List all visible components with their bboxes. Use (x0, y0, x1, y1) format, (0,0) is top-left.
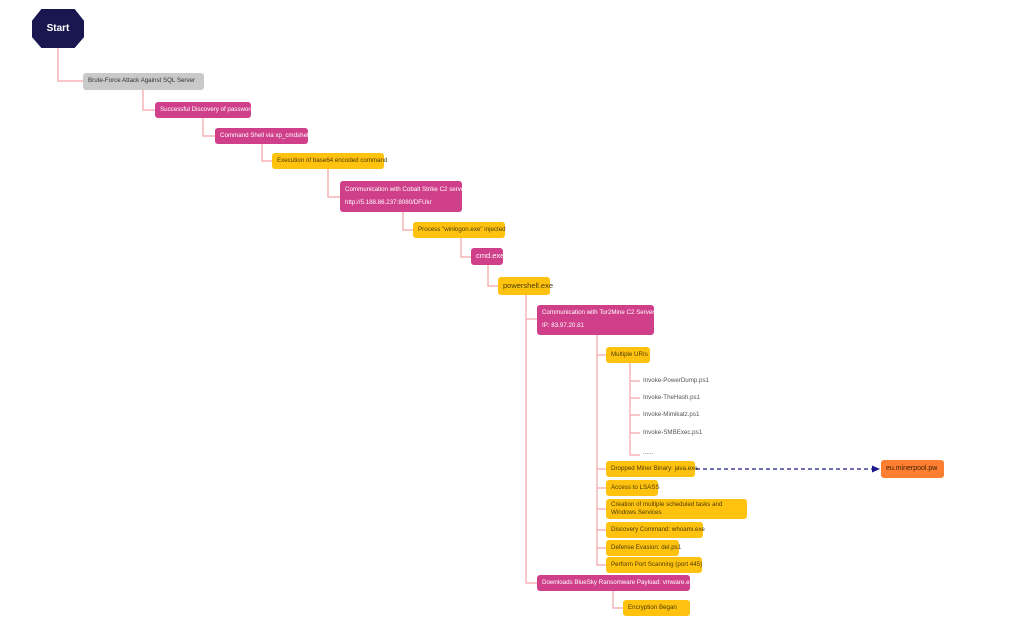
encryption-began-label: Encryption Began (628, 603, 677, 611)
whoami-label: Discovery Command: whoami.exe (611, 525, 705, 533)
uri-item: ...... (643, 449, 654, 456)
cmd-exe-label: cmd.exe (476, 251, 505, 261)
minerpool-node: eu.minerpool.pw (881, 460, 944, 478)
password-discovery-label: Successful Discovery of password (160, 105, 254, 113)
multiple-uris-node: Multiple URIs (606, 347, 650, 363)
lsass-label: Access to LSASS (611, 483, 660, 491)
bluesky-payload-node: Downloads BlueSky Ransomware Payload: vm… (537, 575, 697, 591)
cobalt-strike-title: Communication with Cobalt Strike C2 serv… (345, 185, 467, 193)
cmd-exe-node: cmd.exe (471, 248, 505, 265)
cobalt-strike-url: http://5.188.86.237:8080/DFUkr (345, 199, 432, 207)
minerpool-label: eu.minerpool.pw (886, 465, 938, 473)
cobalt-strike-node: Communication with Cobalt Strike C2 serv… (340, 181, 467, 212)
brute-force-label: Brute-Force Attack Against SQL Server (88, 77, 196, 85)
powershell-exe-label: powershell.exe (503, 280, 554, 290)
tor2mine-c2-title: Communication with Tor2Mine C2 Server (542, 309, 655, 317)
encryption-began-node: Encryption Began (623, 600, 690, 616)
dropped-miner-label: Dropped Miner Binary: java.exe (611, 464, 698, 472)
uri-item: Invoke-TheHash.ps1 (643, 394, 701, 401)
uri-item: Invoke-Mimikatz.ps1 (643, 411, 700, 418)
bluesky-payload-label: Downloads BlueSky Ransomware Payload: vm… (542, 578, 697, 586)
cmdshell-label: Command Shell via xp_cmdshell (220, 131, 310, 139)
brute-force-node: Brute-Force Attack Against SQL Server (83, 73, 204, 90)
winlogon-injection-label: Process "winlogon.exe" injected (418, 225, 506, 233)
base64-node: Execution of base64 encoded command (272, 153, 388, 169)
winlogon-injection-node: Process "winlogon.exe" injected (413, 222, 506, 238)
defense-evasion-node: Defense Evasion: del.ps1 (606, 540, 682, 556)
defense-evasion-label: Defense Evasion: del.ps1 (611, 543, 682, 551)
start-label: Start (46, 23, 70, 34)
start-node: Start (32, 9, 84, 48)
password-discovery-node: Successful Discovery of password (155, 102, 254, 118)
tor2mine-c2-node: Communication with Tor2Mine C2 Server IP… (537, 305, 654, 335)
powershell-exe-node: powershell.exe (498, 277, 554, 295)
uri-item: Invoke-SMBExec.ps1 (643, 429, 703, 436)
whoami-node: Discovery Command: whoami.exe (606, 522, 705, 538)
port-scanning-node: Perform Port Scanning (port 445) (606, 557, 702, 573)
uri-item: Invoke-PowerDump.ps1 (643, 377, 710, 384)
cmdshell-node: Command Shell via xp_cmdshell (215, 128, 310, 144)
multiple-uris-label: Multiple URIs (611, 350, 648, 358)
dropped-miner-node: Dropped Miner Binary: java.exe (606, 461, 698, 477)
base64-label: Execution of base64 encoded command (277, 156, 388, 164)
lsass-node: Access to LSASS (606, 480, 660, 496)
tor2mine-c2-ip: IP: 83.97.20.81 (542, 322, 584, 330)
scheduled-tasks-label: Creation of multiple scheduled tasks and… (611, 500, 723, 516)
scheduled-tasks-node: Creation of multiple scheduled tasks and… (606, 499, 747, 519)
port-scanning-label: Perform Port Scanning (port 445) (611, 560, 703, 568)
